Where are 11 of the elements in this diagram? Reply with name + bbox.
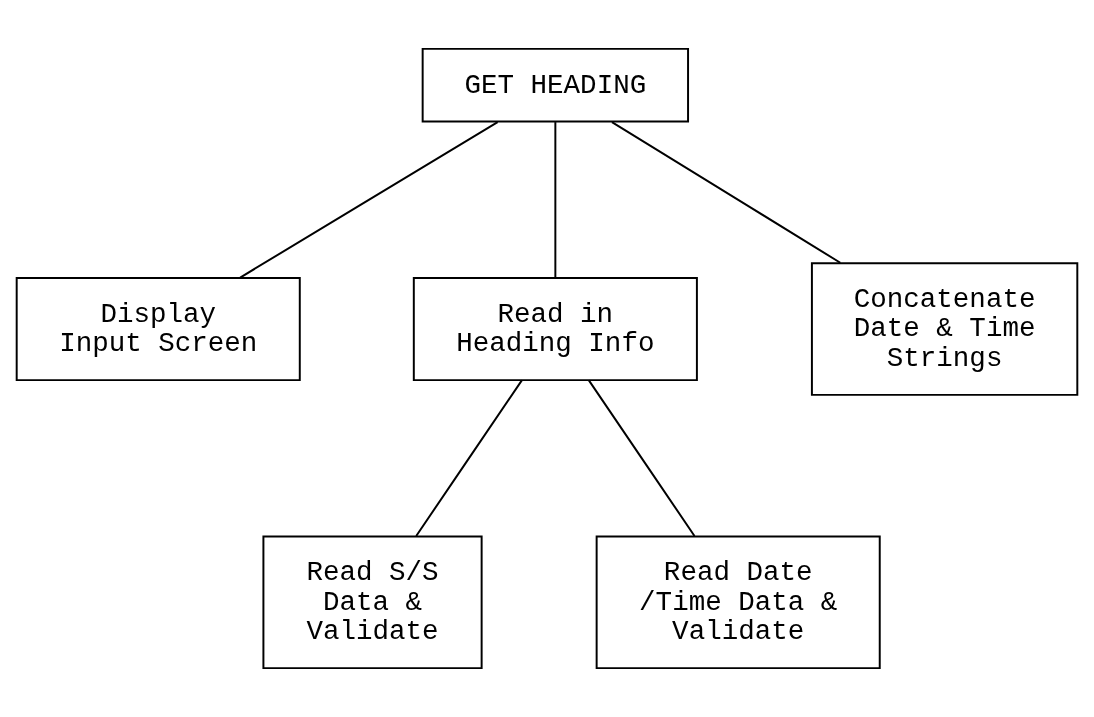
node-box: Read in Heading Info xyxy=(412,276,698,382)
node-box: Read S/S Data & Validate xyxy=(262,535,483,670)
connector xyxy=(610,121,842,264)
node-box: Display Input Screen xyxy=(15,276,301,382)
node-box: Read Date /Time Data & Validate xyxy=(595,535,881,670)
connector xyxy=(587,379,696,537)
connector xyxy=(554,121,557,279)
connector xyxy=(239,121,499,279)
node-box: GET HEADING xyxy=(421,47,690,123)
connector xyxy=(415,379,523,537)
node-box: Concatenate Date & Time Strings xyxy=(810,262,1079,396)
